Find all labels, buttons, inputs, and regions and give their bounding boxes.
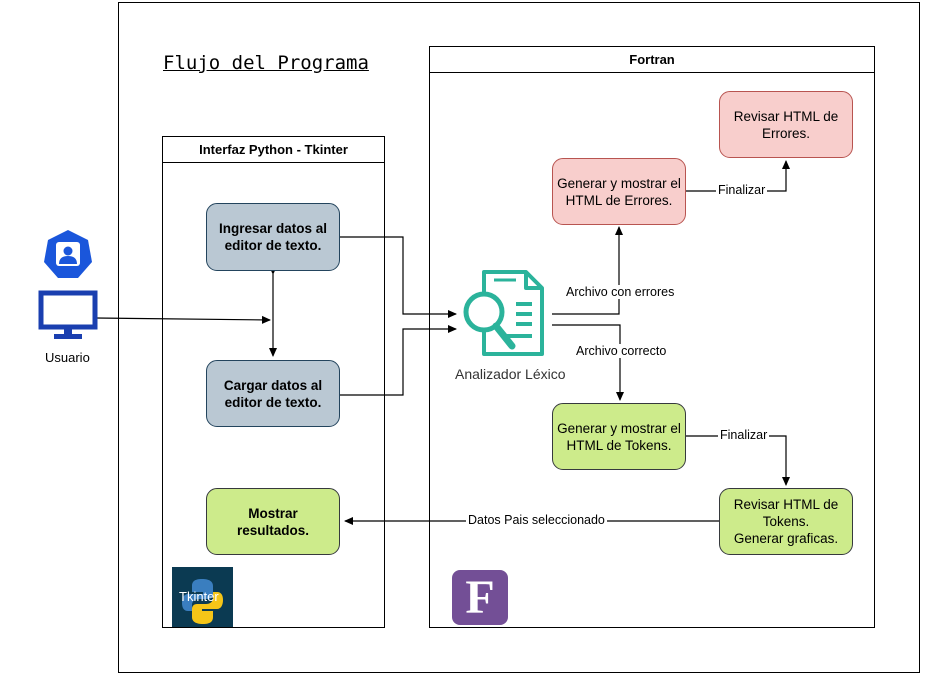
python-logo-icon [182, 579, 223, 624]
edge-correcto [552, 324, 624, 401]
caption-analizador: Analizador Léxico [455, 366, 566, 382]
fortran-logo-letter: F [465, 570, 495, 624]
edge-cargar-analizador [340, 325, 457, 396]
lane-fortran-header: Fortran [430, 47, 874, 73]
label-archivo-errores: Archivo con errores [564, 285, 677, 299]
label-archivo-correcto: Archivo correcto [574, 344, 669, 358]
user-badge-icon [44, 230, 92, 278]
lane-python-header: Interfaz Python - Tkinter [163, 137, 384, 163]
node-mostrar-resultados: Mostrar resultados. [206, 488, 340, 555]
tkinter-logo: Tkinter [172, 567, 233, 627]
node-generar-errores: Generar y mostrar el HTML de Errores. [552, 158, 686, 225]
diagram-title: Flujo del Programa [163, 52, 369, 74]
edge-errores [552, 226, 623, 315]
document-search-icon [463, 270, 544, 356]
node-revisar-errores: Revisar HTML de Errores. [719, 91, 853, 158]
node-revisar-tokens: Revisar HTML de Tokens. Generar graficas… [719, 488, 853, 555]
tkinter-logo-label: Tkinter [179, 589, 219, 604]
label-finalizar-tokens: Finalizar [718, 428, 770, 442]
label-datos-pais: Datos Pais seleccionado [466, 513, 607, 527]
monitor-icon [38, 290, 98, 339]
node-cargar-datos: Cargar datos al editor de texto. [206, 360, 340, 427]
node-ingresar-datos: Ingresar datos al editor de texto. [206, 203, 340, 271]
edge-usuario [95, 315, 271, 324]
edge-finalizar-tokens [686, 435, 790, 486]
outer-frame [118, 2, 920, 673]
edge-ingresar-analizador [340, 236, 457, 318]
fortran-logo: F [452, 570, 508, 625]
caption-usuario: Usuario [45, 350, 90, 365]
label-finalizar-errores: Finalizar [716, 183, 768, 197]
node-generar-tokens: Generar y mostrar el HTML de Tokens. [552, 403, 686, 470]
